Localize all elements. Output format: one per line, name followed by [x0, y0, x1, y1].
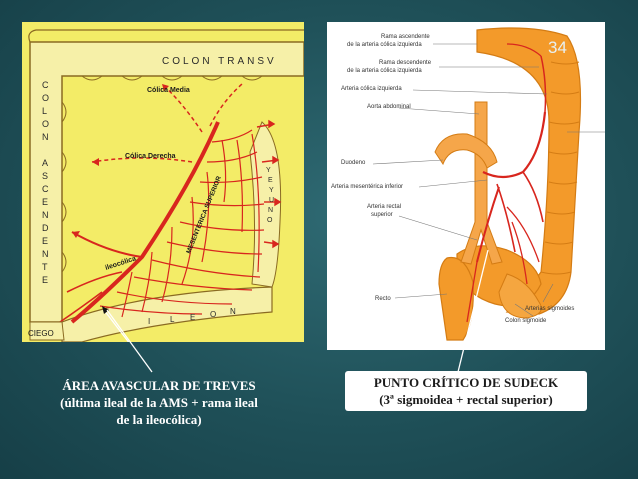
- yeyuno-label: Y E Y U N O: [266, 167, 274, 224]
- svg-text:E: E: [42, 197, 48, 207]
- svg-text:O: O: [210, 310, 216, 319]
- svg-text:E: E: [268, 177, 273, 184]
- label-aorta-abdominal: Aorta abdominal: [367, 104, 411, 110]
- svg-text:O: O: [42, 119, 49, 129]
- label-arteria-rectal-superior: superior: [371, 212, 393, 218]
- svg-text:L: L: [42, 106, 47, 116]
- treves-caption-title: ÁREA AVASCULAR DE TREVES: [62, 378, 256, 393]
- ciego-label: CIEGO: [28, 329, 54, 338]
- svg-text:Y: Y: [266, 167, 271, 174]
- label-rama-ascendente: Rama ascendente: [381, 34, 430, 40]
- label-recto: Recto: [375, 296, 391, 302]
- svg-text:I: I: [148, 317, 150, 326]
- label-arteria-colica-izquierda: Arteria cólica izquierda: [341, 86, 402, 92]
- svg-text:E: E: [190, 313, 195, 322]
- treves-diagram: COLON TRANSV Cólica Media Cólica Derecha…: [22, 22, 305, 371]
- label-rama-descendente: Rama descendente: [379, 60, 432, 66]
- label-colon-sigmoide: Colon sigmoide: [505, 318, 547, 324]
- svg-text:E: E: [42, 236, 48, 246]
- svg-text:S: S: [42, 171, 48, 181]
- treves-caption-line3: de la ileocólica): [116, 412, 202, 427]
- label-rama-descendente-2: de la arteria cólica izquierda: [347, 68, 422, 74]
- svg-text:O: O: [42, 93, 49, 103]
- colica-derecha-label: Cólica Derecha: [125, 153, 176, 160]
- label-arteria-rectal: Arteria rectal: [367, 204, 401, 210]
- treves-caption: ÁREA AVASCULAR DE TREVES (última ileal d…: [24, 377, 294, 428]
- svg-text:N: N: [230, 307, 236, 316]
- sudeck-caption-box: [345, 371, 587, 411]
- svg-text:N: N: [42, 210, 49, 220]
- ileon-label: I L E O N: [148, 307, 236, 326]
- treves-caption-line2: (última ileal de la AMS + rama ileal: [60, 395, 258, 410]
- sudeck-caption-title: PUNTO CRÍTICO DE SUDECK: [373, 375, 559, 390]
- sudeck-caption: PUNTO CRÍTICO DE SUDECK (3ª sigmoidea + …: [345, 374, 587, 408]
- svg-text:Y: Y: [269, 187, 274, 194]
- svg-text:C: C: [42, 80, 49, 90]
- colon-transverso-label: COLON TRANSV: [162, 56, 277, 67]
- label-arterias-sigmoides: Arterias sigmoides: [525, 306, 574, 312]
- svg-text:T: T: [42, 262, 48, 272]
- label-arteria-mesenterica-inferior: Arteria mesentérica inferior: [331, 184, 403, 190]
- slide-number: 34: [548, 38, 567, 57]
- svg-text:C: C: [42, 184, 49, 194]
- svg-text:N: N: [42, 249, 49, 259]
- sudeck-caption-line2: (3ª sigmoidea + rectal superior): [379, 392, 553, 407]
- svg-text:E: E: [42, 275, 48, 285]
- svg-text:A: A: [42, 158, 48, 168]
- svg-text:N: N: [42, 132, 49, 142]
- svg-text:L: L: [170, 315, 175, 324]
- colon-ascendente-label: C O L O N A S C E N D E N T E: [42, 80, 49, 285]
- sudeck-diagram: Rama ascendente de la arteria cólica izq…: [327, 22, 605, 350]
- svg-text:O: O: [267, 217, 273, 224]
- colica-media-label: Cólica Media: [147, 87, 190, 94]
- svg-text:N: N: [268, 207, 273, 214]
- svg-text:D: D: [42, 223, 49, 233]
- label-duodeno: Duodeno: [341, 160, 366, 166]
- svg-text:U: U: [269, 197, 274, 204]
- label-rama-ascendente-2: de la arteria cólica izquierda: [347, 42, 422, 48]
